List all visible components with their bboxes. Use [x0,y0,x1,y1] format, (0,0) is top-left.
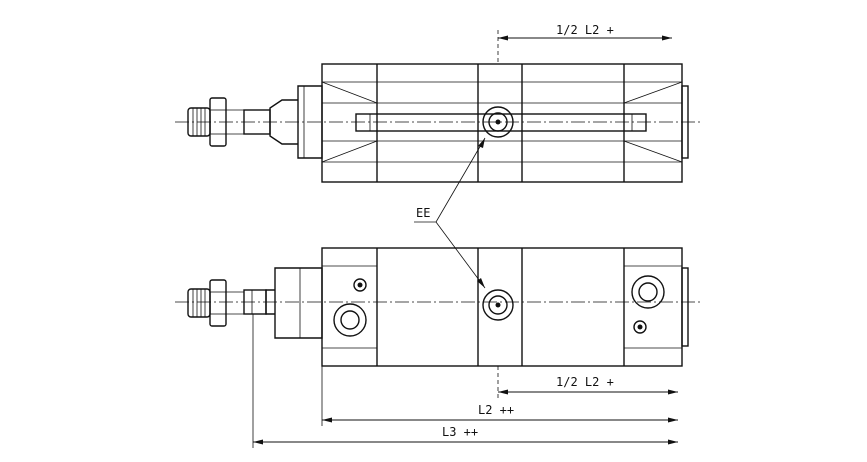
bottom-right-screw [633,320,647,334]
l2-label: L2 ++ [478,403,514,417]
bottom-view [175,247,700,367]
top-half-l2-dimension: 1/2 L2 + [497,23,672,64]
bottom-left-port-outer [333,303,367,337]
top-thread [187,107,211,137]
bottom-rod [243,289,267,315]
bottom-nose [274,267,323,339]
top-nose [297,85,323,159]
bottom-dimensions: 1/2 L2 + L2 ++ L3 ++ [252,314,678,448]
top-rod [243,109,271,135]
l3-label: L3 ++ [442,425,478,439]
bottom-right-port-outer [631,275,665,309]
top-slot [355,113,647,132]
top-half-l2-label: 1/2 L2 + [556,23,614,37]
bottom-left-screw [353,278,367,292]
bottom-nut [209,279,227,327]
top-port-inner [488,112,508,132]
port-label: EE [416,206,430,220]
bottom-thread [187,288,211,318]
top-port-outer [482,106,514,138]
port-leader: EE [414,137,486,289]
bottom-half-l2-label: 1/2 L2 + [556,375,614,389]
top-view [175,63,700,183]
bottom-center-port-outer [482,289,514,321]
